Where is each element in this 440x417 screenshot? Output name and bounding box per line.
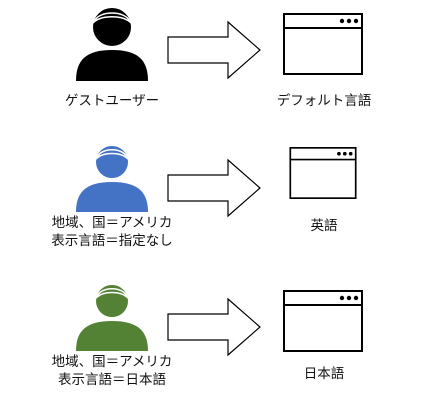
us-japanese-label: 地域、国＝アメリカ 表示言語＝日本語 (30, 354, 194, 389)
guest-user-label-line-1: ゲストユーザー (64, 93, 160, 109)
result-language-label: 日本語 (303, 366, 345, 382)
right-arrow-icon (167, 20, 261, 80)
guest-user-label: ゲストユーザー (30, 93, 194, 111)
us-unspecified-label-line-1: 地域、国＝アメリカ (51, 215, 173, 231)
right-arrow-icon (167, 158, 261, 218)
us-unspecified-label: 地域、国＝アメリカ 表示言語＝指定なし (30, 215, 194, 250)
browser-window-icon (283, 290, 363, 352)
guest-user-person-icon (76, 6, 148, 81)
us-japanese-person-icon (76, 283, 148, 351)
us-japanese-label-line-1: 地域、国＝アメリカ (51, 354, 173, 370)
result-language-label: デフォルト言語 (276, 93, 372, 109)
browser-window-icon (289, 147, 357, 199)
us-unspecified-label-line-2: 表示言語＝指定なし (51, 232, 173, 249)
browser-window-icon (283, 13, 363, 75)
us-japanese-label-line-2: 表示言語＝日本語 (58, 371, 166, 388)
result-language-label: 英語 (310, 218, 338, 234)
us-unspecified-person-icon (76, 144, 148, 212)
right-arrow-icon (167, 297, 261, 357)
